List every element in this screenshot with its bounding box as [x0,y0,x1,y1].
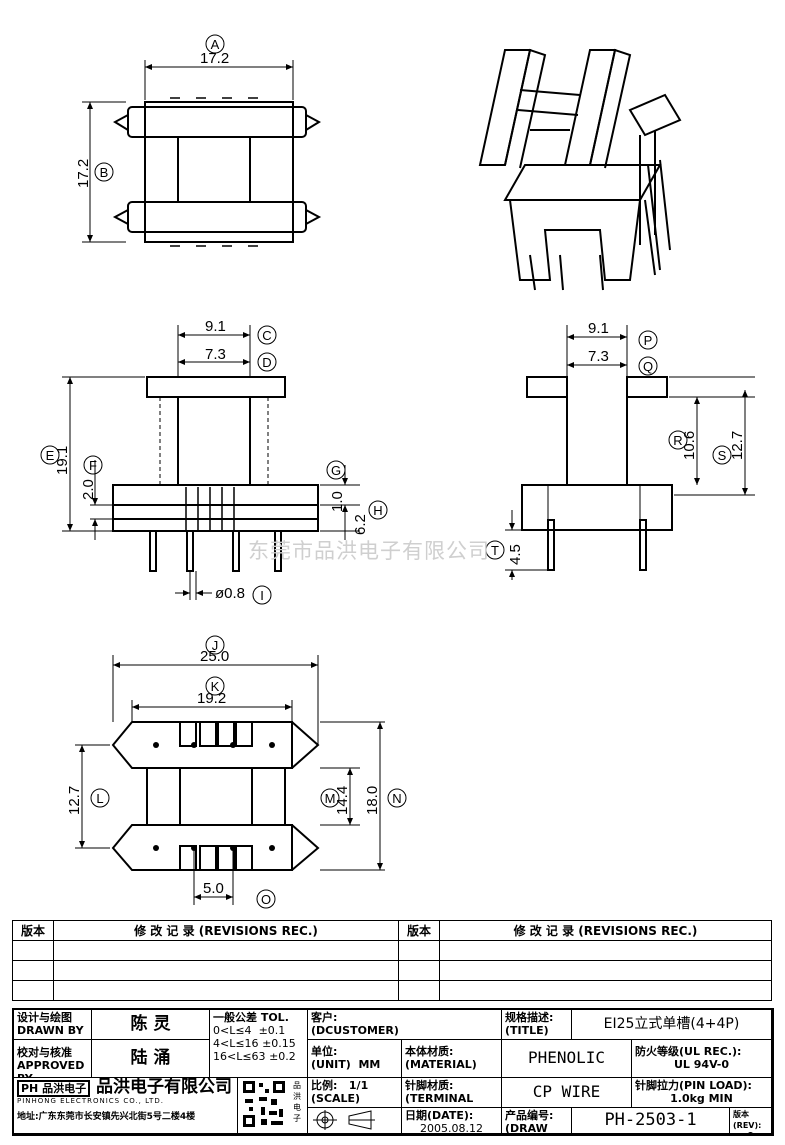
label-q: Q [643,359,653,374]
dim-p-value: 9.1 [588,320,609,337]
dim-d-value: 7.3 [205,346,226,363]
label-f: F [89,458,97,473]
terminal-label-cell: 针脚材质:(TERMINAL MAT.) [402,1078,502,1108]
front-view [112,376,319,572]
label-o: O [261,892,271,907]
dim-j-value: 25.0 [200,648,229,665]
spec-value: EI25立式单槽(4+4P) [572,1010,772,1040]
dim-t-value: 4.5 [507,544,524,565]
label-d: D [262,355,271,370]
terminal-value: CP WIRE [502,1078,632,1108]
top-view [112,97,322,247]
dim-h-value: 6.2 [352,514,369,535]
label-b: B [100,165,109,180]
dim-r-value: 10.6 [681,431,698,460]
label-p: P [644,333,653,348]
revision-table: 版本 修 改 记 录 (REVISIONS REC.) 版本 修 改 记 录 (… [12,920,772,1001]
label-h: H [373,503,382,518]
label-i: I [260,588,264,603]
label-j: J [212,638,219,653]
customer-cell: 客户:(DCUSTOMER) [308,1010,502,1040]
dim-i-value: ø0.8 [215,585,245,602]
material-label-cell: 本体材质:(MATERIAL) [402,1040,502,1078]
technical-drawing: 17.2 17.2 9.1 7.3 19.1 2.0 1.0 6.2 ø0.8 … [40,34,755,909]
dim-f-value: 2.0 [80,479,97,500]
side-view [521,376,673,571]
material-value: PHENOLIC [502,1040,632,1078]
projection-symbol-cell [308,1108,402,1134]
dim-g-value: 1.0 [329,491,346,512]
unit-cell: 单位:(UNIT) MM [308,1040,402,1078]
designer-name: 陈 灵 [92,1010,210,1040]
qr-code-icon [241,1079,287,1129]
rev-rec-header: 修 改 记 录 (REVISIONS REC.) [53,920,399,941]
projection-symbol-icon [313,1110,375,1130]
drawno-label-cell: 产品编号:(DRAW NO.) [502,1108,572,1134]
iso-view [478,48,682,291]
dim-q-value: 7.3 [588,348,609,365]
label-l: L [96,791,103,806]
label-g: G [331,463,341,478]
qr-code-cell: 品洪电子 [238,1078,308,1134]
label-a: A [211,37,220,52]
rev-ver-header: 版本 [12,920,54,941]
pin-load-cell: 针脚拉力(PIN LOAD):1.0kg MIN [632,1078,772,1108]
watermark: 东莞市品洪电子有限公司 [248,539,490,563]
rev-rec-header-2: 修 改 记 录 (REVISIONS REC.) [439,920,772,941]
label-m: M [325,791,336,806]
dim-c-value: 9.1 [205,318,226,335]
rev-cell: 版本(REV):0 [730,1108,772,1134]
company-cell: PH 品洪电子 品洪电子有限公司 PINHONG ELECTRONICS CO.… [14,1078,238,1134]
drawno-value: PH-2503-1 [572,1108,730,1134]
checker-name: 陆 涌 [92,1040,210,1078]
dim-e-value: 19.1 [54,446,71,475]
dim-o-value: 5.0 [203,880,224,897]
label-s: S [718,448,727,463]
label-k: K [211,679,220,694]
dim-m-value: 14.4 [334,786,351,815]
dim-n-value: 18.0 [364,786,381,815]
tolerance-cell: 一般公差 TOL. 0<L≤4 ±0.1 4<L≤16 ±0.15 16<L≤6… [210,1010,308,1078]
rev-ver-header-2: 版本 [398,920,440,941]
date-cell: 日期(DATE):2005.08.12 [402,1108,502,1134]
dim-b-value: 17.2 [75,159,92,188]
dim-l-value: 12.7 [66,786,83,815]
dimension-lines [62,60,755,905]
bottom-view [111,721,320,871]
spec-label-cell: 规格描述:(TITLE) [502,1010,572,1040]
label-r: R [673,433,682,448]
fire-cell: 防火等级(UL REC.):UL 94V-0 [632,1040,772,1078]
label-n: N [392,791,401,806]
scale-cell: 比例: 1/1(SCALE) [308,1078,402,1108]
label-e: E [46,448,55,463]
label-c: C [262,328,271,343]
dim-s-value: 12.7 [729,431,746,460]
dim-a-value: 17.2 [200,50,229,67]
label-t: T [491,543,499,558]
